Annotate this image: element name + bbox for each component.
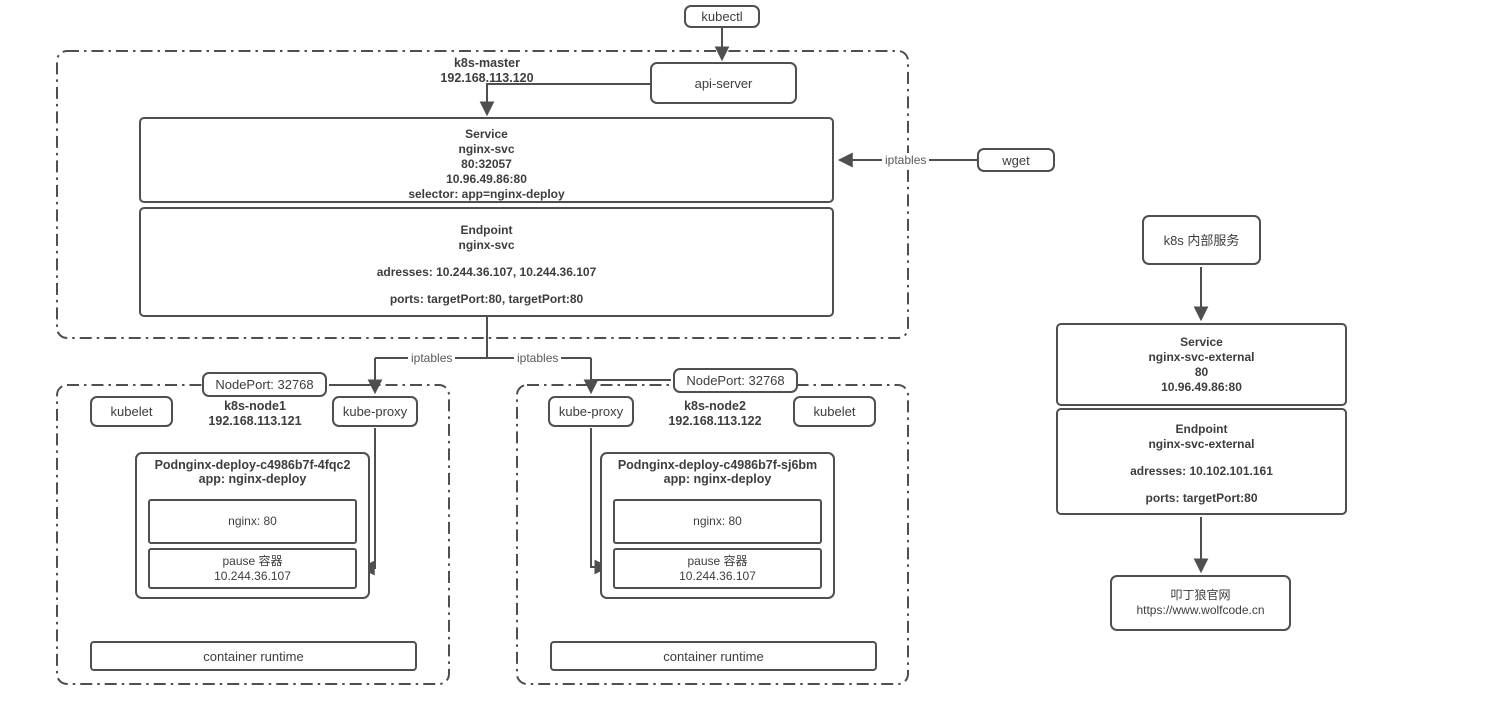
pod2-title: Podnginx-deploy-c4986b7f-sj6bm xyxy=(617,458,818,472)
kubectl-label: kubectl xyxy=(701,9,743,24)
wget-label: wget xyxy=(1002,152,1030,168)
iptables-label-node2: iptables xyxy=(514,351,562,366)
node1-ip: 192.168.113.121 xyxy=(208,414,302,428)
pod2-pause-label: pause 容器 xyxy=(687,553,748,568)
endpoint-title: Endpoint xyxy=(460,223,513,237)
iptables-label-wget: iptables xyxy=(882,153,930,168)
service-title: Service xyxy=(465,127,508,141)
service-external-port: 80 xyxy=(1194,365,1209,379)
service-external-box: Service nginx-svc-external 80 10.96.49.8… xyxy=(1056,323,1347,406)
kubelet2-box: kubelet xyxy=(793,396,876,427)
pod2-pause-container: pause 容器 10.244.36.107 xyxy=(613,548,822,589)
node1-name: k8s-node1 xyxy=(224,399,286,413)
pod2-nginx-label: nginx: 80 xyxy=(693,514,742,528)
nodeport2-box: NodePort: 32768 xyxy=(673,368,798,393)
service-name: nginx-svc xyxy=(458,142,515,156)
endpoint-external-name: nginx-svc-external xyxy=(1148,437,1255,451)
nodeport2-label: NodePort: 32768 xyxy=(686,373,785,388)
service-selector: selector: app=nginx-deploy xyxy=(408,187,565,201)
pod1-title: Podnginx-deploy-c4986b7f-4fqc2 xyxy=(154,458,351,472)
node1-title: k8s-node1 192.168.113.121 xyxy=(160,399,350,429)
service-box: Service nginx-svc 80:32057 10.96.49.86:8… xyxy=(139,117,834,203)
pod2-nginx-container: nginx: 80 xyxy=(613,499,822,544)
pod1-app-label: app: nginx-deploy xyxy=(198,472,307,486)
endpoint-external-addresses: adresses: 10.102.101.161 xyxy=(1130,464,1273,478)
container-runtime1-box: container runtime xyxy=(90,641,417,671)
website-url: https://www.wolfcode.cn xyxy=(1136,603,1265,617)
kubelet1-label: kubelet xyxy=(110,404,153,419)
node2-boundary xyxy=(516,384,909,685)
website-box: 叩丁狼官网 https://www.wolfcode.cn xyxy=(1110,575,1291,631)
kubelet2-label: kubelet xyxy=(813,404,856,419)
service-external-cluster-ip: 10.96.49.86:80 xyxy=(1161,380,1242,394)
endpoint-box: Endpoint nginx-svc adresses: 10.244.36.1… xyxy=(139,207,834,317)
edge-apiserver-service xyxy=(479,83,651,117)
service-cluster-ip: 10.96.49.86:80 xyxy=(446,172,527,186)
kubelet1-box: kubelet xyxy=(90,396,173,427)
master-boundary xyxy=(56,50,909,339)
endpoint-name: nginx-svc xyxy=(458,238,515,252)
service-external-name: nginx-svc-external xyxy=(1148,350,1255,364)
api-server-label: api-server xyxy=(694,75,753,91)
pod1-nginx-label: nginx: 80 xyxy=(228,514,277,528)
node2-name: k8s-node2 xyxy=(684,399,746,413)
endpoint-addresses: adresses: 10.244.36.107, 10.244.36.107 xyxy=(376,265,597,279)
master-name: k8s-master xyxy=(453,56,520,70)
api-server-box: api-server xyxy=(650,62,797,104)
internal-service-entry-box: k8s 内部服务 xyxy=(1142,215,1261,265)
node2-title: k8s-node2 192.168.113.122 xyxy=(620,399,810,429)
endpoint-external-box: Endpoint nginx-svc-external adresses: 10… xyxy=(1056,408,1347,515)
iptables-label-node1: iptables xyxy=(408,351,456,366)
kubectl-box: kubectl xyxy=(684,5,760,28)
wget-box: wget xyxy=(977,148,1055,172)
pod1-nginx-container: nginx: 80 xyxy=(148,499,357,544)
pod2-app-label: app: nginx-deploy xyxy=(663,472,772,486)
container-runtime2-box: container runtime xyxy=(550,641,877,671)
pod1-pause-ip: 10.244.36.107 xyxy=(214,568,291,583)
pod1-pause-label: pause 容器 xyxy=(222,553,283,568)
service-external-title: Service xyxy=(1180,335,1223,349)
node1-boundary xyxy=(56,384,450,685)
pod2-box: Podnginx-deploy-c4986b7f-sj6bm app: ngin… xyxy=(600,452,835,599)
internal-service-entry-label: k8s 内部服务 xyxy=(1163,232,1240,248)
node2-ip: 192.168.113.122 xyxy=(668,414,762,428)
pod2-pause-ip: 10.244.36.107 xyxy=(679,568,756,583)
container-runtime1-label: container runtime xyxy=(203,648,304,664)
container-runtime2-label: container runtime xyxy=(663,648,764,664)
service-port-mapping: 80:32057 xyxy=(461,157,512,171)
kube-proxy1-label: kube-proxy xyxy=(342,404,408,419)
kube-proxy1-box: kube-proxy xyxy=(332,396,418,427)
master-ip: 192.168.113.120 xyxy=(440,71,534,85)
nodeport1-box: NodePort: 32768 xyxy=(202,372,327,397)
endpoint-external-ports: ports: targetPort:80 xyxy=(1145,491,1258,505)
endpoint-external-title: Endpoint xyxy=(1175,422,1228,436)
nodeport1-label: NodePort: 32768 xyxy=(215,377,314,392)
website-name: 叩丁狼官网 xyxy=(1170,588,1231,602)
pod1-pause-container: pause 容器 10.244.36.107 xyxy=(148,548,357,589)
kube-proxy2-label: kube-proxy xyxy=(558,404,624,419)
kube-proxy2-box: kube-proxy xyxy=(548,396,634,427)
master-title: k8s-master 192.168.113.120 xyxy=(387,56,587,86)
pod1-box: Podnginx-deploy-c4986b7f-4fqc2 app: ngin… xyxy=(135,452,370,599)
endpoint-ports: ports: targetPort:80, targetPort:80 xyxy=(389,292,584,306)
